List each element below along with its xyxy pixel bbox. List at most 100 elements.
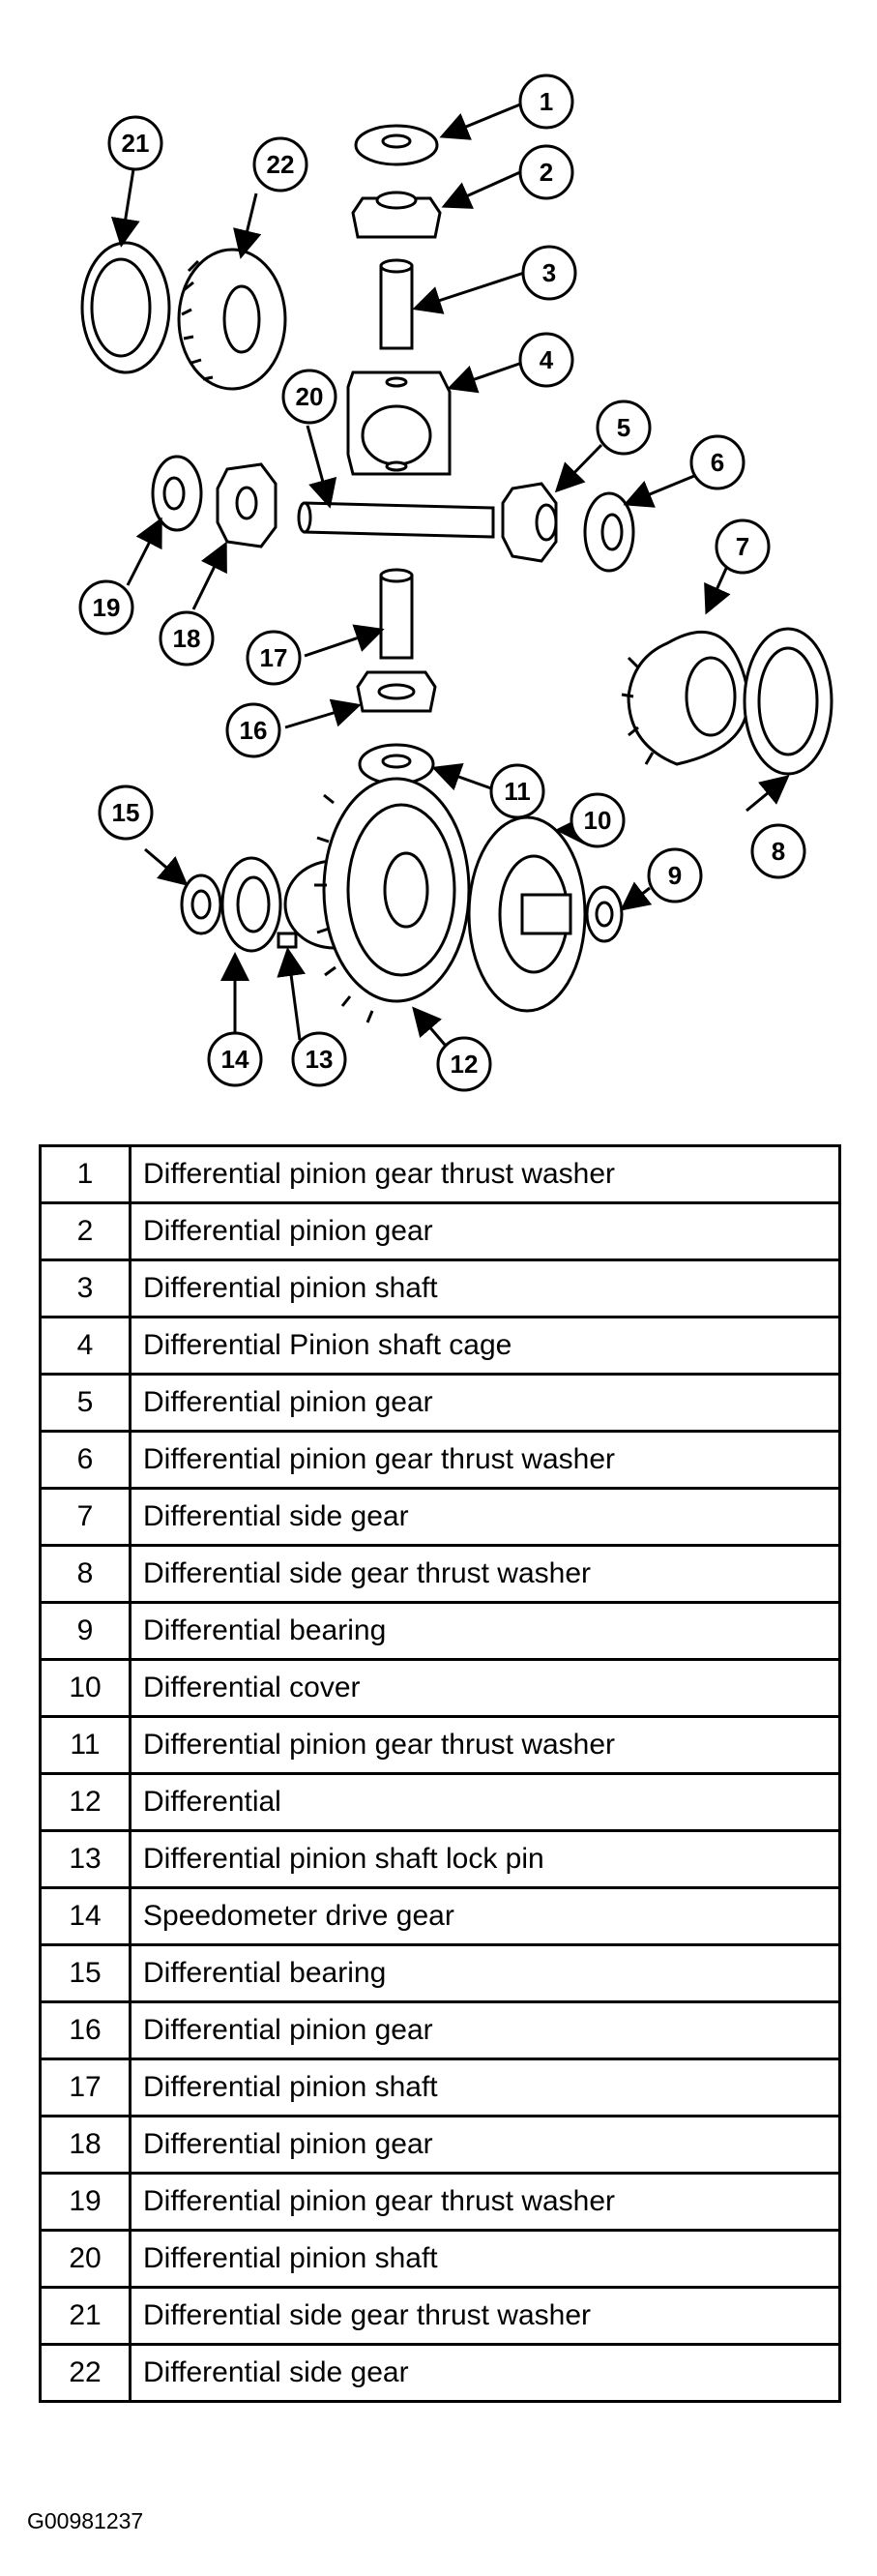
callout-16: 16	[225, 702, 281, 758]
callout-2: 2	[518, 144, 574, 200]
svg-text:6: 6	[711, 448, 724, 477]
part-number: 22	[39, 2343, 132, 2403]
part-number: 5	[39, 1373, 132, 1433]
callout-18: 18	[159, 610, 215, 666]
svg-text:10: 10	[584, 806, 612, 835]
part-description: Differential Pinion shaft cage	[129, 1316, 841, 1376]
part-number: 15	[39, 1943, 132, 2003]
callout-19: 19	[78, 579, 134, 636]
part-number: 12	[39, 1772, 132, 1832]
svg-text:22: 22	[267, 150, 295, 179]
part-number: 20	[39, 2229, 132, 2289]
part-3-pinion-shaft	[379, 258, 414, 350]
part-number: 16	[39, 2000, 132, 2060]
svg-text:13: 13	[306, 1045, 334, 1074]
callout-6: 6	[689, 434, 745, 490]
part-number: 8	[39, 1544, 132, 1604]
svg-text:8: 8	[772, 837, 785, 866]
part-18-pinion-gear	[216, 462, 278, 548]
part-number: 6	[39, 1430, 132, 1490]
callout-8: 8	[750, 823, 806, 879]
svg-text:5: 5	[617, 413, 630, 442]
part-description: Differential pinion gear thrust washer	[129, 2172, 841, 2232]
part-description: Differential bearing	[129, 1943, 841, 2003]
part-description: Differential cover	[129, 1658, 841, 1718]
figure-code: G00981237	[27, 2508, 144, 2533]
leader-lines	[110, 103, 790, 1046]
part-description: Differential pinion gear thrust washer	[129, 1430, 841, 1490]
part-description: Differential pinion shaft	[129, 2058, 841, 2117]
part-number: 4	[39, 1316, 132, 1376]
part-description: Differential pinion gear	[129, 2000, 841, 2060]
callout-1: 1	[518, 74, 574, 130]
svg-text:1: 1	[540, 87, 553, 116]
part-13-lock-pin	[277, 932, 298, 949]
callout-13: 13	[291, 1031, 347, 1087]
callout-12: 12	[436, 1036, 492, 1092]
svg-text:20: 20	[296, 382, 324, 411]
callout-11: 11	[489, 763, 545, 819]
svg-text:18: 18	[173, 624, 201, 653]
callout-10: 10	[570, 792, 626, 848]
part-description: Differential side gear thrust washer	[129, 1544, 841, 1604]
part-description: Differential bearing	[129, 1601, 841, 1661]
part-number: 13	[39, 1829, 132, 1889]
part-22-side-gear	[177, 248, 287, 391]
part-number: 14	[39, 1886, 132, 1946]
part-number: 17	[39, 2058, 132, 2117]
callout-17: 17	[246, 630, 302, 686]
part-description: Differential pinion gear	[129, 1373, 841, 1433]
callout-7: 7	[715, 518, 771, 575]
callout-20: 20	[281, 369, 337, 425]
svg-text:3: 3	[542, 258, 556, 287]
part-10-differential-cover	[467, 815, 587, 1013]
part-7-side-gear	[621, 630, 750, 766]
part-number: 9	[39, 1601, 132, 1661]
part-number: 18	[39, 2115, 132, 2175]
part-9-differential-bearing	[585, 885, 624, 943]
part-15-differential-bearing	[180, 873, 222, 935]
part-6-pinion-thrust-washer	[583, 491, 635, 573]
part-17-pinion-shaft	[379, 568, 414, 660]
part-12-differential	[283, 777, 471, 1023]
part-19-pinion-thrust-washer	[151, 455, 203, 532]
part-number: 10	[39, 1658, 132, 1718]
part-description: Differential pinion gear thrust washer	[129, 1144, 841, 1204]
svg-text:15: 15	[112, 798, 140, 827]
part-description: Differential pinion gear	[129, 1201, 841, 1261]
part-description: Differential side gear	[129, 2343, 841, 2403]
svg-text:17: 17	[260, 643, 288, 672]
svg-text:9: 9	[668, 861, 682, 890]
svg-text:4: 4	[540, 345, 554, 374]
svg-text:11: 11	[504, 777, 531, 806]
svg-text:16: 16	[240, 716, 268, 745]
callout-14: 14	[207, 1031, 263, 1087]
part-description: Differential pinion gear thrust washer	[129, 1715, 841, 1775]
part-5-pinion-gear	[501, 482, 558, 563]
part-description: Differential side gear	[129, 1487, 841, 1547]
exploded-view-diagram: 1 2 3 4 5 6 7 8 9 10 11 12 13 14 15 16 1…	[0, 0, 877, 1122]
part-1-pinion-thrust-washer	[354, 124, 439, 166]
part-description: Speedometer drive gear	[129, 1886, 841, 1946]
callout-5: 5	[596, 400, 652, 456]
